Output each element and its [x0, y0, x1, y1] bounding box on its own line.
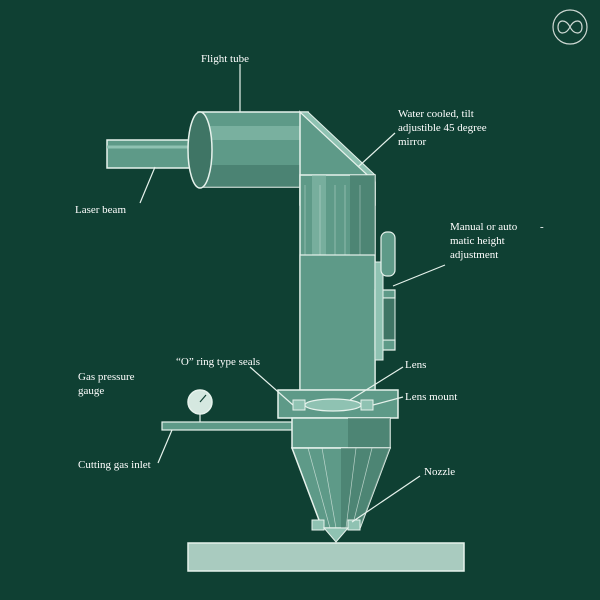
nozzle-line-2 — [345, 447, 357, 529]
flight-tube-opening — [187, 111, 213, 189]
nozzle-line-1 — [321, 447, 337, 529]
leader-line-2 — [139, 166, 156, 204]
leader-line-7 — [157, 429, 173, 464]
height-adjust-handle — [380, 231, 396, 277]
label-mirror: Water cooled, tilt adjustible 45 degree … — [398, 108, 487, 148]
nozzle-tip-left — [311, 519, 325, 531]
height-adjust-screw — [382, 297, 396, 341]
label-gas-pressure-gauge: Gas pressure gauge — [78, 371, 135, 397]
leader-line-3 — [392, 264, 446, 287]
leader-line-5 — [349, 366, 404, 401]
label-o-ring-seals: “O” ring type seals — [176, 356, 260, 368]
leader-line-8 — [351, 475, 421, 523]
nozzle-body-upper-shadow — [348, 418, 390, 448]
label-nozzle: Nozzle — [424, 466, 456, 478]
gauge-needle — [199, 394, 207, 403]
label-lens: Lens — [405, 359, 427, 371]
workpiece-plate — [187, 542, 465, 572]
label-lens-mount: Lens mount — [405, 391, 458, 403]
flight-tube-horizontal-highlight — [198, 126, 308, 140]
height-adjust-rail — [374, 261, 384, 361]
label-cutting-gas-inlet: Cutting gas inlet — [78, 459, 151, 471]
o-ring-left — [292, 399, 306, 411]
lens — [304, 398, 362, 412]
label-height-adjustment: Manual or auto matic height adjustment — [450, 221, 518, 261]
logo-circle — [552, 9, 588, 45]
circle-infinity-icon — [552, 9, 588, 45]
nozzle-line-0 — [307, 447, 331, 529]
nozzle-tip — [322, 527, 350, 543]
nozzle-cone-shadow — [341, 448, 390, 528]
leader-line-6 — [372, 396, 404, 406]
leader-line-1 — [357, 132, 396, 168]
flight-tube-horizontal-shadow — [198, 165, 308, 187]
label-hyphen: - — [540, 221, 544, 233]
diagram-parts — [106, 9, 588, 572]
o-ring-right — [360, 399, 374, 411]
nozzle-line-3 — [351, 447, 373, 529]
gas-inlet-pipe — [161, 421, 293, 431]
label-flight-tube: Flight tube — [201, 53, 249, 65]
nozzle-tip-right — [347, 519, 361, 531]
label-laser-beam: Laser beam — [75, 204, 126, 216]
column-lower-section — [299, 254, 376, 391]
leader-line-4 — [249, 366, 294, 406]
logo-infinity — [557, 20, 583, 34]
